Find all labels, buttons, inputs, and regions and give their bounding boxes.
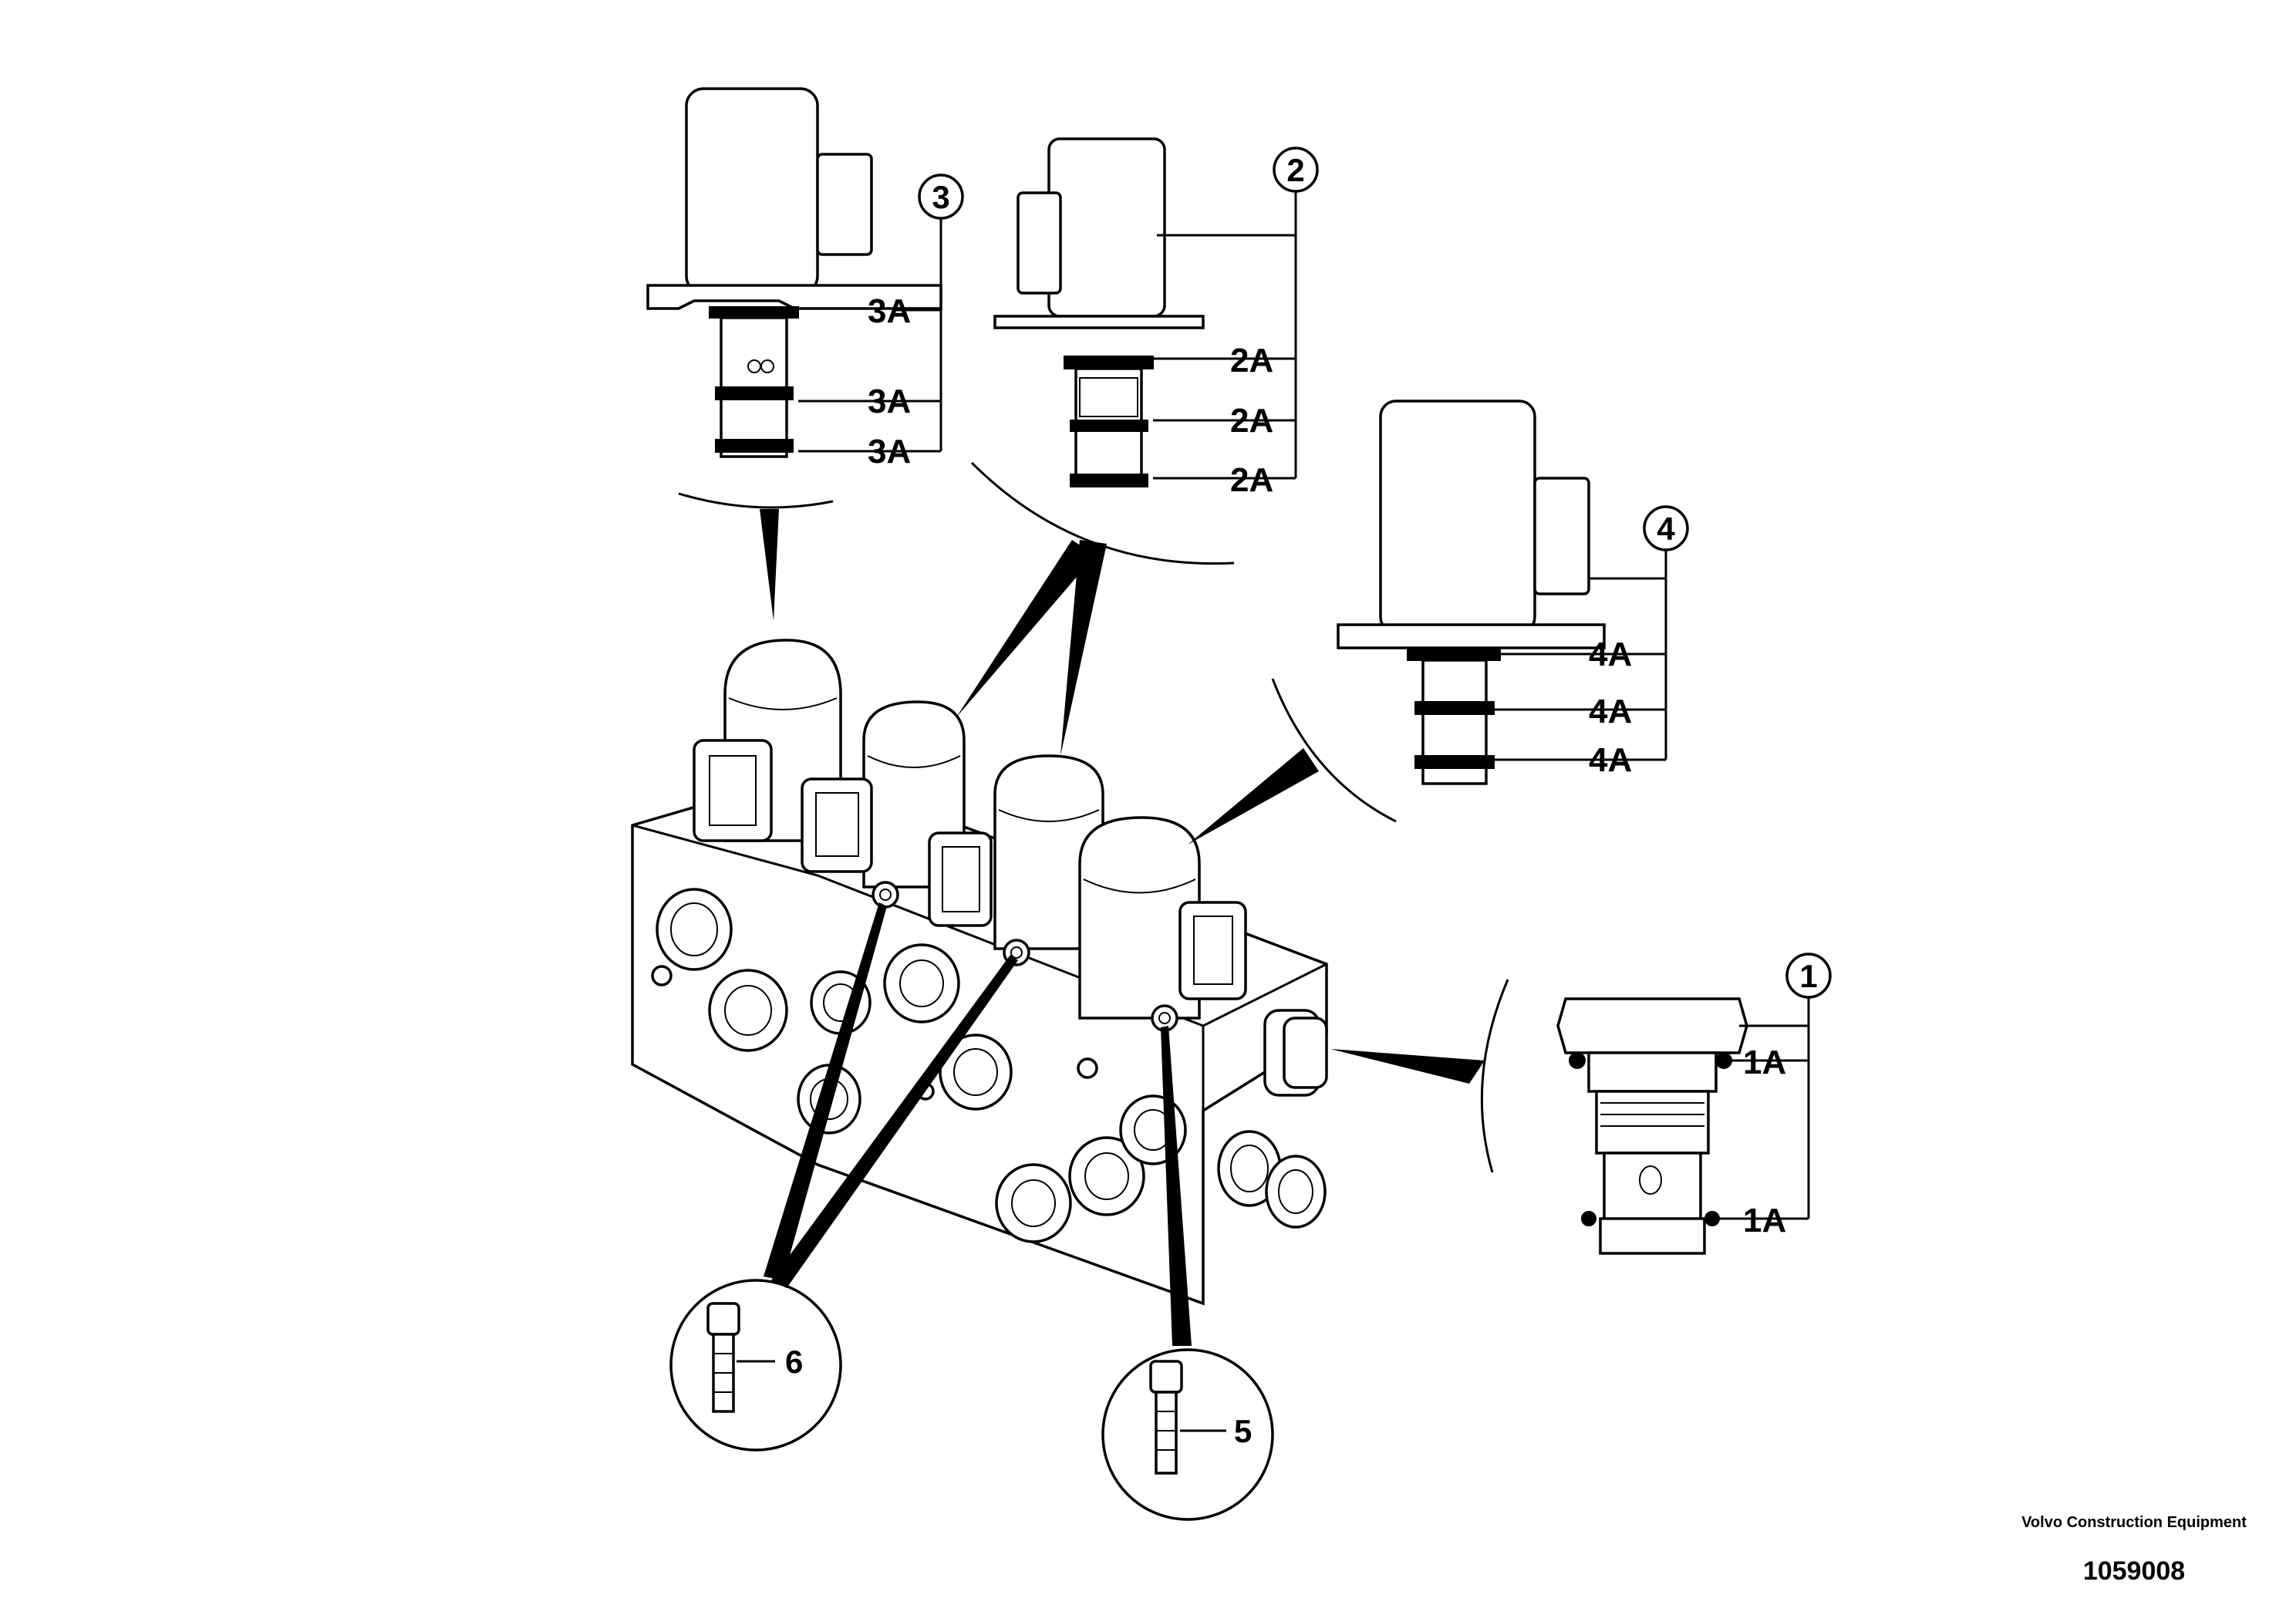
detail-valve-2 (970, 137, 1297, 565)
label-1a-top: 1A (1743, 1044, 1786, 1081)
pointer-5 (1161, 1026, 1192, 1346)
detail-plug-1 (1480, 979, 1810, 1255)
callout-3: 3 (918, 174, 964, 220)
label-4a-bottom: 4A (1589, 741, 1632, 779)
label-1a-bottom: 1A (1743, 1202, 1786, 1239)
detail-valve-4 (1271, 400, 1667, 823)
label-3a-top: 3A (868, 292, 911, 330)
callout-1-label: 1 (1799, 958, 1817, 994)
pointer-6a (764, 902, 887, 1280)
detail-screw-6 (669, 1279, 842, 1452)
detail-screw-5 (1101, 1348, 1274, 1521)
pointer-2b (1060, 540, 1107, 756)
label-3a-bottom: 3A (868, 433, 911, 470)
pointer-4 (1188, 748, 1319, 845)
footer-drawing-number: 1059008 (2082, 1556, 2186, 1586)
callout-6-label: 6 (785, 1344, 803, 1380)
callout-5-label: 5 (1234, 1413, 1252, 1449)
label-2a-bottom: 2A (1230, 461, 1273, 499)
label-3a-mid: 3A (868, 383, 911, 420)
footer-company: Volvo Construction Equipment (2021, 1514, 2247, 1531)
mounted-solenoids (693, 639, 1247, 1032)
pointer-2a (956, 540, 1095, 717)
callout-2-label: 2 (1286, 152, 1304, 188)
callout-3-label: 3 (932, 179, 949, 215)
label-4a-mid: 4A (1589, 693, 1632, 730)
pointer-1 (1330, 1049, 1485, 1084)
pointer-3 (760, 509, 779, 621)
pointer-6b (771, 955, 1018, 1288)
callout-1: 1 (1785, 953, 1832, 999)
callout-2: 2 (1273, 147, 1319, 193)
callout-4: 4 (1643, 505, 1689, 551)
detail-valve-3 (646, 87, 942, 509)
label-2a-mid: 2A (1230, 402, 1273, 440)
label-4a-top: 4A (1589, 636, 1632, 673)
side-plug (1263, 1009, 1328, 1097)
label-2a-top: 2A (1230, 342, 1273, 379)
callout-4-label: 4 (1657, 511, 1675, 547)
